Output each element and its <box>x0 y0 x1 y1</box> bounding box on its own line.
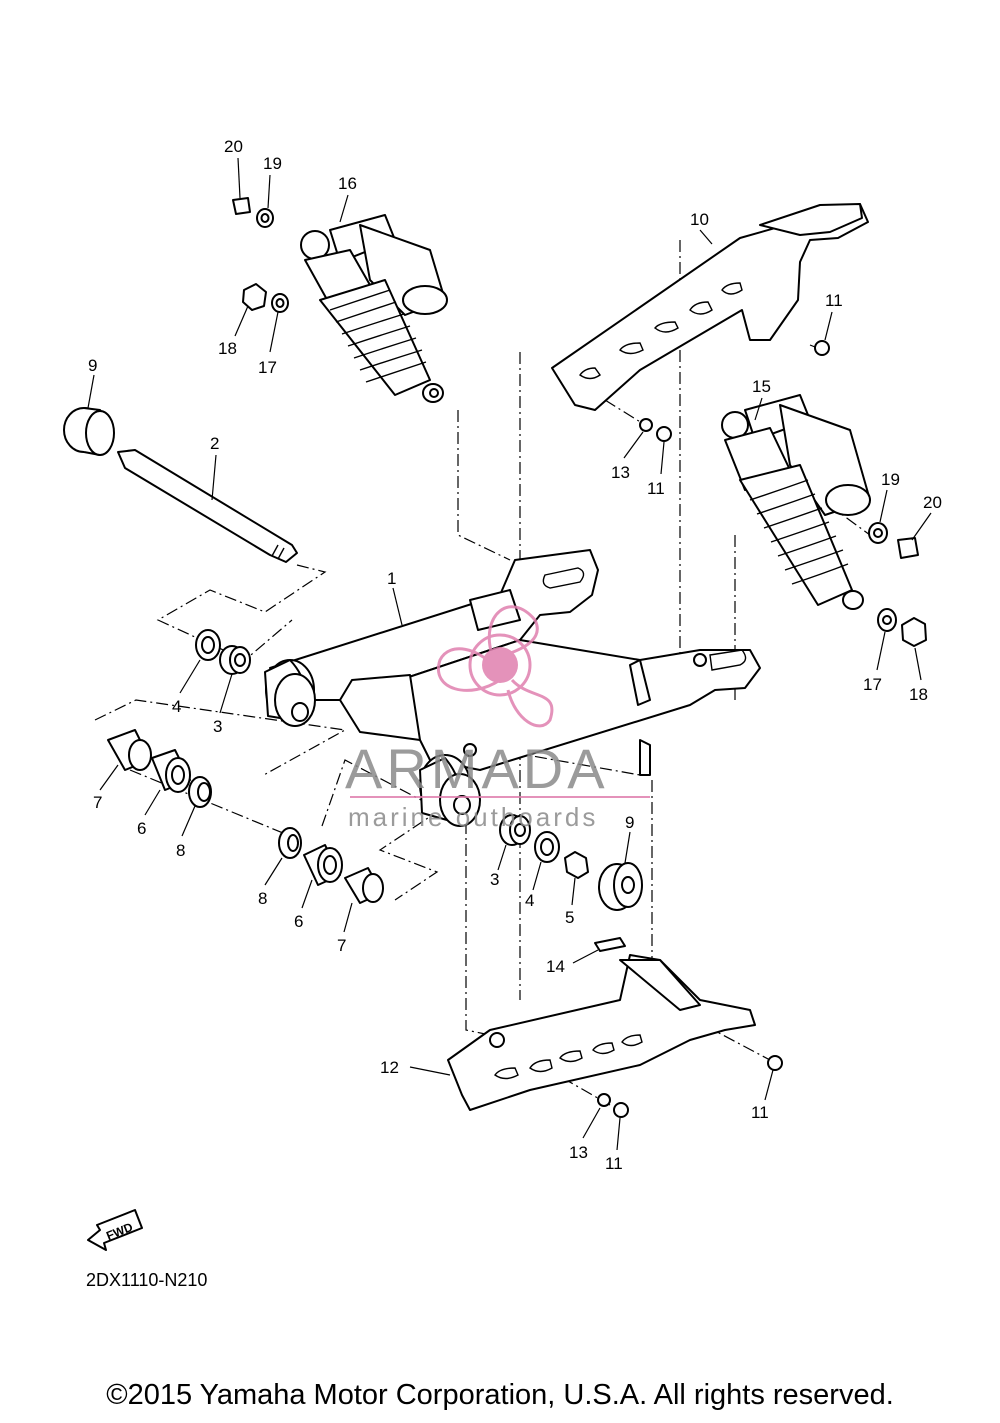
seal-3-left <box>219 645 251 675</box>
seal-8-right <box>278 827 302 859</box>
callout-2: 2 <box>210 434 219 453</box>
chain-guard-10 <box>551 203 869 411</box>
diagram-code: 2DX1110-N210 <box>86 1270 208 1290</box>
collar-7-left <box>107 729 152 771</box>
watermark-title: ARMADA <box>345 737 609 800</box>
callout-19-left: 19 <box>263 154 282 173</box>
chain-guard-12 <box>447 954 756 1111</box>
callout-9-right: 9 <box>625 813 634 832</box>
callout-17-right: 17 <box>863 675 882 694</box>
callout-20-left: 20 <box>224 137 243 156</box>
callout-18-left: 18 <box>218 339 237 358</box>
bolt-20-right <box>897 537 919 559</box>
callout-11-upper-right: 11 <box>825 291 843 310</box>
seal-3-right <box>499 814 531 846</box>
rear-shock-right <box>721 394 871 610</box>
callout-16: 16 <box>338 174 357 193</box>
bearing-6-left <box>151 749 191 793</box>
nut-18-right <box>901 617 927 647</box>
collar-4-left <box>195 629 221 661</box>
callout-8-left: 8 <box>176 841 185 860</box>
callout-1: 1 <box>387 569 396 588</box>
collar-7-right <box>344 867 384 904</box>
pivot-shaft-2 <box>117 449 298 563</box>
callout-19-right: 19 <box>881 470 900 489</box>
callout-8-right: 8 <box>258 889 267 908</box>
callout-13-upper: 13 <box>611 463 630 482</box>
callout-12: 12 <box>380 1058 399 1077</box>
callout-6-left: 6 <box>137 819 146 838</box>
callout-6-right: 6 <box>294 912 303 931</box>
bearing-6-right <box>303 844 343 886</box>
pivot-cap-9-right <box>598 862 643 911</box>
bolt-11-upper-mid <box>656 426 672 442</box>
callout-14: 14 <box>546 957 565 976</box>
seal-8-left <box>188 776 212 808</box>
callout-3-left: 3 <box>213 717 222 736</box>
bolt-11-lower-mid <box>613 1102 629 1118</box>
bolt-11-lower-right <box>767 1055 783 1071</box>
rear-shock-left <box>300 214 448 403</box>
callout-5: 5 <box>565 908 574 927</box>
nut-18-left <box>242 283 289 313</box>
callout-4-right: 4 <box>525 891 534 910</box>
washer-13-lower <box>597 1093 611 1107</box>
pivot-cap-9 <box>63 407 115 456</box>
callout-17-left: 17 <box>258 358 277 377</box>
bolt-11-upper-right <box>809 340 830 356</box>
washer-13-upper <box>639 418 653 432</box>
leader-lines <box>87 157 932 1151</box>
callout-18-right: 18 <box>909 685 928 704</box>
callout-11-lower-right: 11 <box>751 1103 769 1122</box>
callout-3-right: 3 <box>490 870 499 889</box>
callout-labels: 20 19 16 18 17 9 2 10 11 13 11 15 19 20 … <box>88 137 942 1173</box>
fwd-arrow-icon: FWD <box>87 1209 143 1251</box>
callout-7-left: 7 <box>93 793 102 812</box>
callout-11-upper-mid: 11 <box>647 479 665 498</box>
callout-20-right: 20 <box>923 493 942 512</box>
callout-11-lower-mid: 11 <box>605 1154 623 1173</box>
nut-5 <box>564 851 589 879</box>
callout-4-left: 4 <box>172 697 181 716</box>
copyright-notice: ©2015 Yamaha Motor Corporation, U.S.A. A… <box>106 1379 894 1411</box>
callout-9-left: 9 <box>88 356 97 375</box>
washer-19-right <box>868 522 888 544</box>
armada-watermark: ARMADA marine outboards <box>345 605 650 832</box>
callout-10: 10 <box>690 210 709 229</box>
washer-17-right <box>877 608 897 632</box>
callout-13-lower: 13 <box>569 1143 588 1162</box>
propeller-logo-icon <box>436 605 554 728</box>
collar-4-right <box>534 831 560 863</box>
label-plate-14 <box>594 937 626 952</box>
bolt-20-left <box>232 197 274 228</box>
watermark-subtitle: marine outboards <box>348 802 598 832</box>
callout-15: 15 <box>752 377 771 396</box>
callout-7-right: 7 <box>337 936 346 955</box>
